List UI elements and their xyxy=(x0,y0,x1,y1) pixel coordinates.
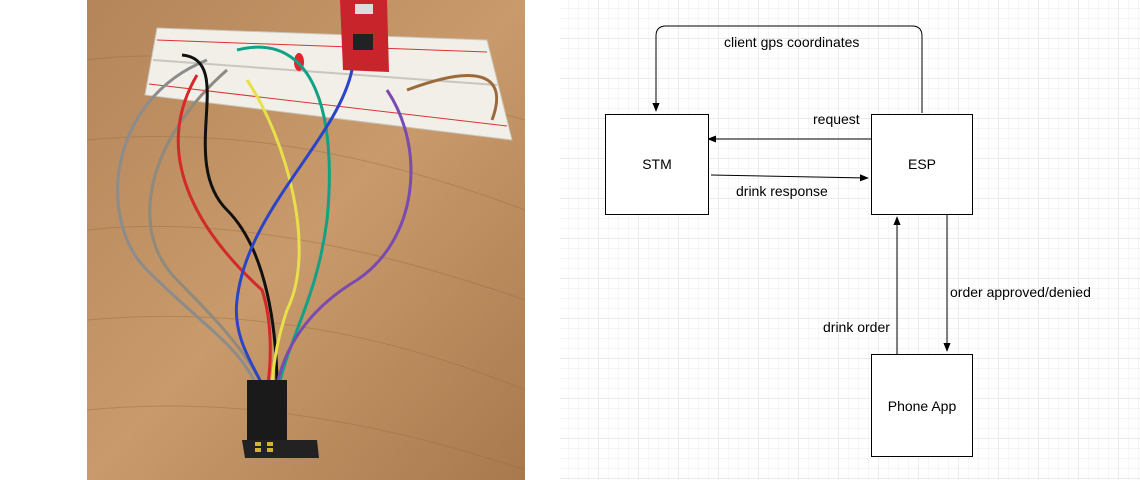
node-stm-label: STM xyxy=(642,156,672,172)
microcontroller-board xyxy=(340,0,389,72)
jumper-wires xyxy=(116,45,498,401)
edge-client-gps xyxy=(652,25,923,113)
breadboard-photo xyxy=(87,0,525,480)
sensor-module xyxy=(242,380,319,458)
edge-label-client-gps: client gps coordinates xyxy=(724,34,859,50)
edge-label-request: request xyxy=(813,111,860,127)
node-phone-app-label: Phone App xyxy=(888,398,957,414)
node-stm: STM xyxy=(605,114,709,215)
diagram-canvas: client gps coordinates request drink res… xyxy=(605,25,1091,457)
system-diagram: client gps coordinates request drink res… xyxy=(560,0,1140,480)
edge-label-drink-order: drink order xyxy=(823,319,890,335)
edge-label-order-status: order approved/denied xyxy=(950,284,1091,300)
edge-drink-response xyxy=(710,174,869,182)
node-phone-app: Phone App xyxy=(871,354,973,457)
edge-label-drink-response: drink response xyxy=(736,183,828,199)
node-esp-label: ESP xyxy=(908,156,936,172)
node-esp: ESP xyxy=(871,114,973,215)
breadboard-photo-icon xyxy=(87,0,525,480)
